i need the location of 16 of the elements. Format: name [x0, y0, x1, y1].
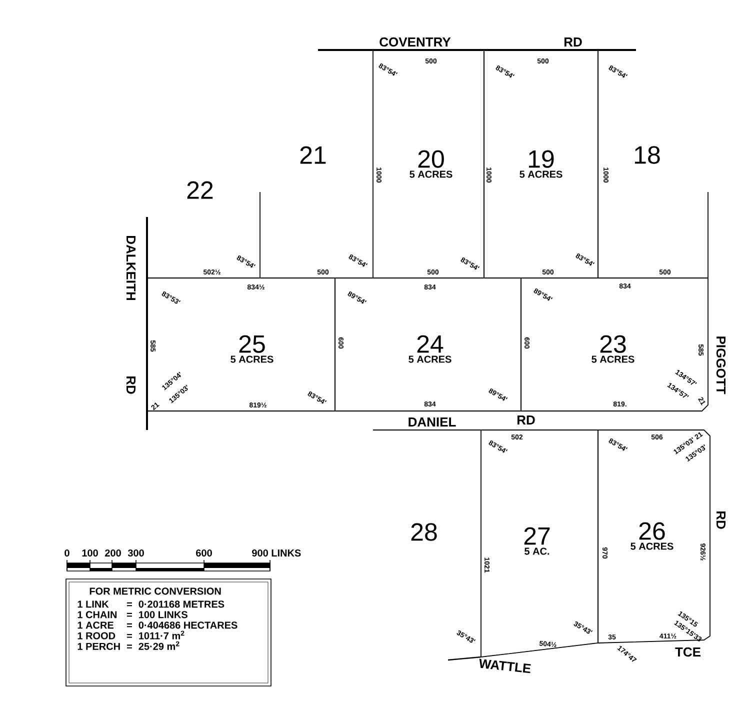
- scale-label: 600: [196, 549, 212, 557]
- road-name: DANIEL: [408, 418, 456, 426]
- scale-label: 900 LINKS: [252, 549, 301, 557]
- scale-label: 0: [64, 549, 70, 557]
- road-name: COVENTRY: [380, 37, 451, 47]
- lot-number: 18: [635, 146, 660, 164]
- lot-number: 21: [300, 146, 326, 164]
- road-name: RD: [517, 416, 535, 424]
- lot-number: 22: [187, 181, 213, 199]
- scale-label: 300: [128, 549, 144, 557]
- road-name: DALKEITH: [126, 236, 136, 300]
- road-name: PIGGOTT: [716, 336, 726, 394]
- scale-label: 200: [105, 549, 121, 557]
- lot-number: 28: [411, 523, 437, 541]
- conversion-table: FOR METRIC CONVERSION 1 LINK = 0·201168 METRES 1 CHAIN = 100 LINKS 1 ACRE = 0·404686 HECTARES 1 ROOD = 1011·7 m$^{2}$ 1 PERCH = 25·29 m$^{2}$: [66, 578, 272, 686]
- scale-label: 100: [82, 549, 98, 557]
